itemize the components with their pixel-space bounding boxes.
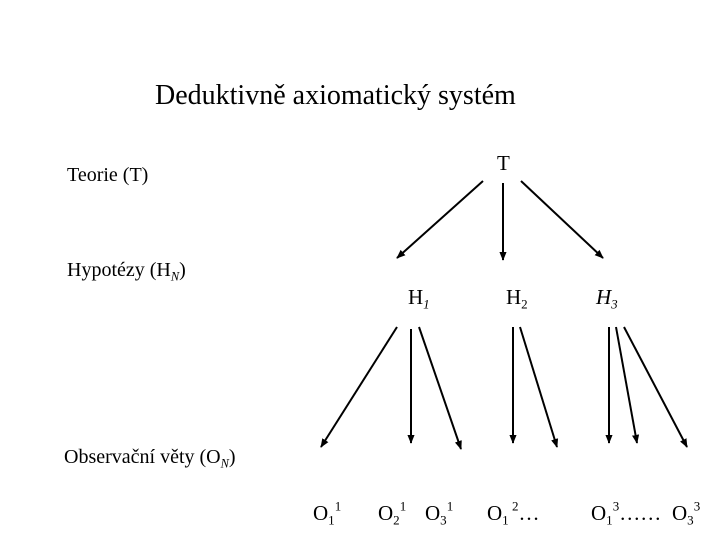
observation-o2-1: O21: [378, 498, 407, 528]
hypothesis-node-2: H2: [506, 285, 528, 312]
arrow-h1-o31: [418, 326, 462, 450]
theory-level-label: Teorie (T): [67, 164, 149, 186]
observation-o1-2: O1 2…: [487, 498, 540, 528]
arrow-h3-o13b: [615, 326, 640, 444]
theory-node: T: [497, 151, 510, 175]
observation-o3-3: O33: [672, 498, 701, 528]
arrow-h3-o33: [623, 326, 688, 448]
arrow-t-h1: [396, 180, 484, 259]
observation-o1-3: O13……: [591, 498, 662, 528]
hypothesis-node-1: H1: [408, 285, 430, 312]
arrow-t-h3: [520, 180, 604, 259]
observation-o3-1: O31: [425, 498, 454, 528]
hypotheses-level-label: Hypotézy (HN): [67, 259, 186, 284]
page-title: Deduktivně axiomatický systém: [155, 80, 516, 111]
hypothesis-node-3: H3: [596, 285, 618, 312]
observations-level-label: Observační věty (ON): [64, 446, 236, 471]
observation-o1-1: O11: [313, 498, 342, 528]
arrow-h1-o11: [320, 326, 398, 448]
arrow-h2-o12b: [519, 326, 559, 448]
